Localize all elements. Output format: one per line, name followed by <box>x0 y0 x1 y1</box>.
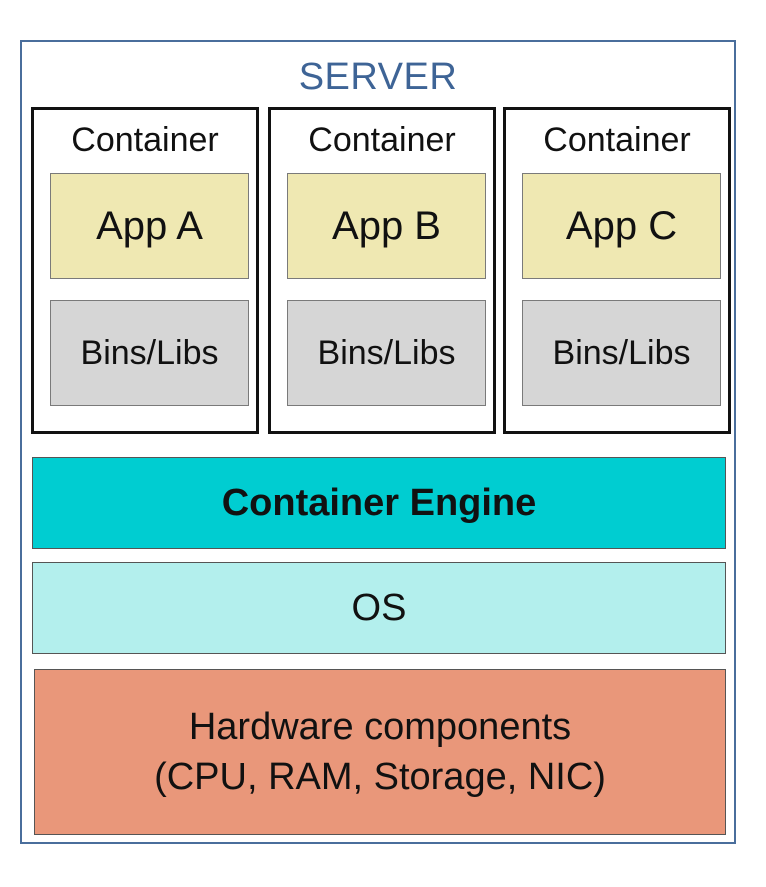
bins-libs-b-box: Bins/Libs <box>287 300 486 406</box>
container-label: Container <box>71 121 219 159</box>
container-a: Container App A Bins/Libs <box>31 107 259 434</box>
container-engine-layer: Container Engine <box>32 457 726 549</box>
container-label: Container <box>543 121 691 159</box>
bins-libs-a-box: Bins/Libs <box>50 300 249 406</box>
app-c-box: App C <box>522 173 721 279</box>
hardware-details: (CPU, RAM, Storage, NIC) <box>154 756 606 798</box>
app-a-box: App A <box>50 173 249 279</box>
bins-libs-c-box: Bins/Libs <box>522 300 721 406</box>
container-b: Container App B Bins/Libs <box>268 107 496 434</box>
container-c: Container App C Bins/Libs <box>503 107 731 434</box>
container-label: Container <box>308 121 456 159</box>
server-box: SERVER Container App A Bins/Libs Contain… <box>20 40 736 844</box>
hardware-layer: Hardware components (CPU, RAM, Storage, … <box>34 669 726 835</box>
hardware-title: Hardware components <box>188 706 572 748</box>
os-layer: OS <box>32 562 726 654</box>
server-title: SERVER <box>298 56 458 98</box>
app-b-box: App B <box>287 173 486 279</box>
